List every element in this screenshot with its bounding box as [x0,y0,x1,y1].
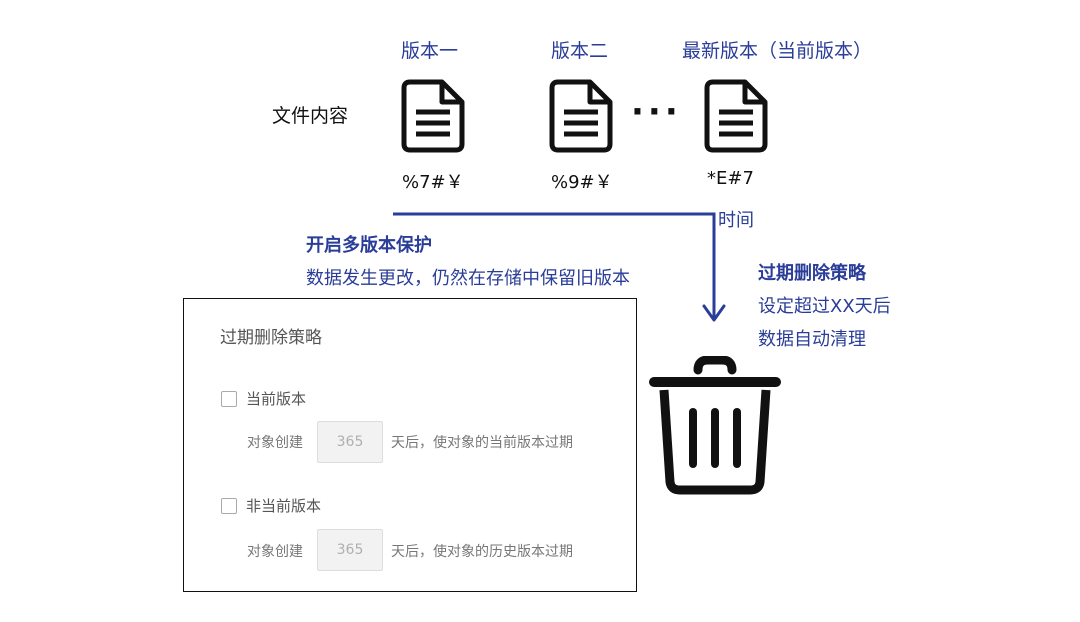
document-icon [401,79,465,153]
noncurrent-suffix: 天后，使对象的历史版本过期 [391,544,573,560]
version-1-label: 版本一 [401,40,459,62]
version-latest-label: 最新版本（当前版本） [682,40,873,62]
noncurrent-days-input[interactable]: 365 [317,529,383,571]
expiry-note-line1: 设定超过XX天后 [758,296,891,317]
current-prefix: 对象创建 [247,435,303,451]
panel-title: 过期删除策略 [220,328,322,348]
noncurrent-version-label: 非当前版本 [246,497,322,515]
version-2-label: 版本二 [551,40,609,62]
protection-title: 开启多版本保护 [306,235,432,256]
noncurrent-version-checkbox[interactable] [221,498,237,514]
version-2-content: %9#￥ [551,172,613,193]
ellipsis: ··· [631,92,682,132]
document-icon [704,79,768,153]
current-suffix: 天后，使对象的当前版本过期 [391,435,573,451]
expiry-note-line2: 数据自动清理 [758,329,866,350]
current-version-checkbox[interactable] [221,391,237,407]
time-label: 时间 [718,210,754,231]
protection-desc: 数据发生更改，仍然在存储中保留旧版本 [306,268,630,289]
version-latest-content: *E#7 [707,168,754,189]
version-1-content: %7#￥ [402,172,464,193]
current-days-input[interactable]: 365 [317,421,383,463]
trash-icon [649,356,781,495]
document-icon [549,79,613,153]
file-content-label: 文件内容 [272,105,349,127]
expiry-policy-panel: 过期删除策略 当前版本 对象创建 365 天后，使对象的当前版本过期 非当前版本… [183,298,637,592]
current-version-label: 当前版本 [246,390,307,408]
noncurrent-prefix: 对象创建 [247,544,303,560]
expiry-note-title: 过期删除策略 [758,263,866,284]
